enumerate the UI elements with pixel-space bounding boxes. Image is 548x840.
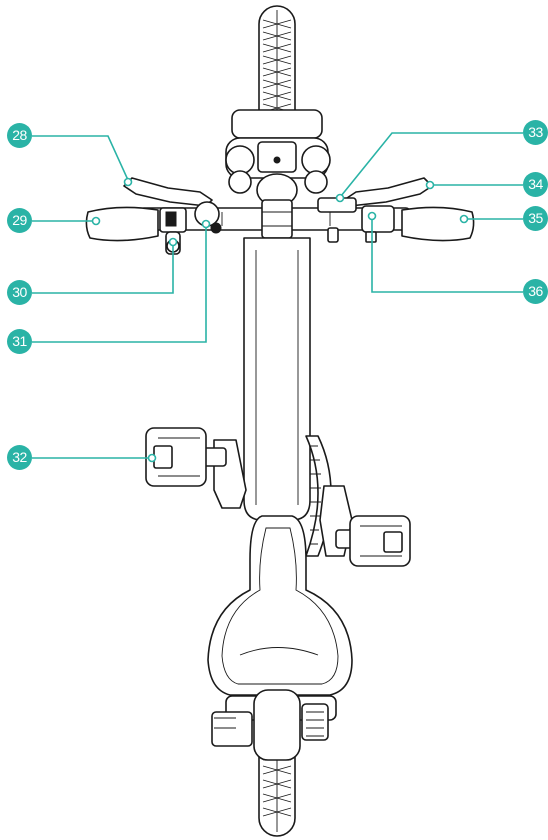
callout-29: 29 <box>7 208 32 233</box>
leader-30 <box>32 244 173 293</box>
dot-29 <box>93 218 100 225</box>
right-grip <box>402 207 474 240</box>
callout-28: 28 <box>7 123 32 148</box>
dot-30 <box>170 239 177 246</box>
rear-fender <box>254 690 300 760</box>
dot-35 <box>461 216 468 223</box>
dot-34 <box>427 182 434 189</box>
dot-31 <box>203 221 210 228</box>
left-brake-lever <box>124 178 212 206</box>
callout-36: 36 <box>523 279 548 304</box>
callout-33: 33 <box>523 120 548 145</box>
callout-35: 35 <box>523 206 548 231</box>
dot-28 <box>125 179 132 186</box>
front-fork <box>226 110 330 206</box>
dot-33 <box>337 195 344 202</box>
callout-32: 32 <box>7 445 32 470</box>
callout-34: 34 <box>523 172 548 197</box>
callout-30: 30 <box>7 280 32 305</box>
left-pedal <box>146 428 246 508</box>
dot-36 <box>369 213 376 220</box>
right-pedal <box>320 486 410 566</box>
leader-28 <box>32 136 128 180</box>
dot-32 <box>149 455 156 462</box>
right-brake-lever <box>344 178 432 206</box>
frame <box>244 238 310 520</box>
callout-31: 31 <box>7 329 32 354</box>
